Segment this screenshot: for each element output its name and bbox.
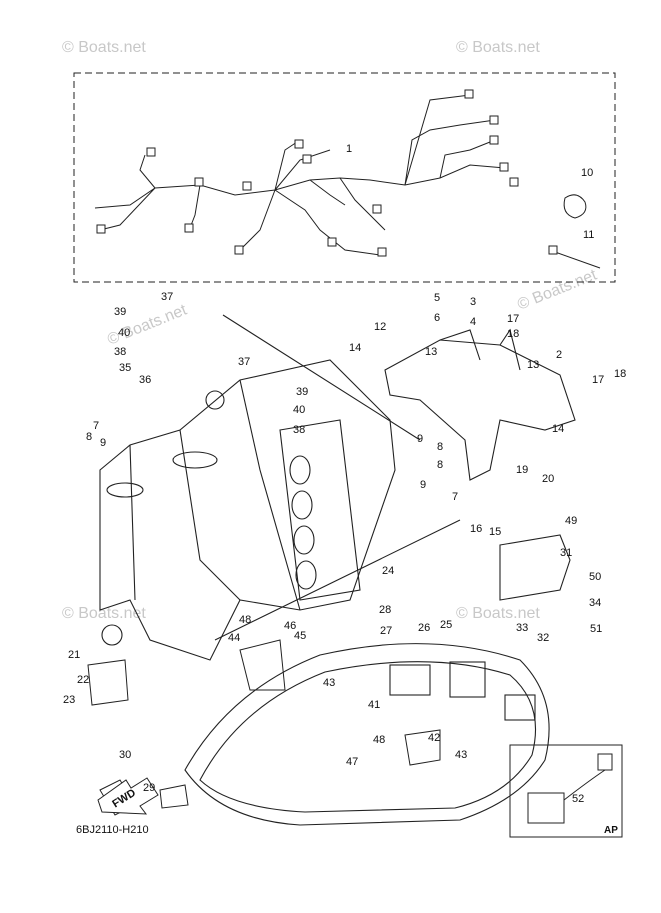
callout-label: 22 [77, 674, 89, 686]
callout-label: 8 [437, 441, 443, 453]
callout-label: 44 [228, 632, 240, 644]
callout-label: 8 [86, 431, 92, 443]
callout-label: 30 [119, 749, 131, 761]
callout-label: 9 [417, 433, 423, 445]
callout-label: 37 [238, 356, 250, 368]
callout-label: 49 [565, 515, 577, 527]
callout-label: 51 [590, 623, 602, 635]
callout-label: 28 [379, 604, 391, 616]
wire-harness [94, 94, 506, 256]
callout-label: 38 [114, 346, 126, 358]
callout-label: 14 [552, 423, 564, 435]
callout-label: 48 [373, 734, 385, 746]
callout-label: 40 [118, 327, 130, 339]
callout-label: 12 [374, 321, 386, 333]
callout-label: 20 [542, 473, 554, 485]
callout-label: 23 [63, 694, 75, 706]
callout-label: 7 [452, 491, 458, 503]
cable-tie-part [554, 251, 601, 269]
callout-label: 39 [296, 386, 308, 398]
callout-label: 9 [100, 437, 106, 449]
callout-label: 5 [434, 292, 440, 304]
callout-label: 17 [592, 374, 604, 386]
callout-label: 25 [440, 619, 452, 631]
callout-label: 36 [139, 374, 151, 386]
callout-label: 31 [560, 547, 572, 559]
callout-label: 33 [516, 622, 528, 634]
callout-label: 43 [455, 749, 467, 761]
callout-label: 32 [537, 632, 549, 644]
callout-label: 9 [420, 479, 426, 491]
inset-label: AP [604, 825, 618, 836]
callout-label: 1 [346, 143, 352, 155]
callout-label: 46 [284, 620, 296, 632]
callout-label: 42 [428, 732, 440, 744]
callout-label: 10 [581, 167, 593, 179]
callout-label: 40 [293, 404, 305, 416]
callout-label: 17 [507, 313, 519, 325]
callout-label: 15 [489, 526, 501, 538]
callout-label: 29 [143, 782, 155, 794]
callout-label: 16 [470, 523, 482, 535]
callout-label: 39 [114, 306, 126, 318]
callout-label: 21 [68, 649, 80, 661]
callout-label: 52 [572, 793, 584, 805]
callout-label: 47 [346, 756, 358, 768]
callout-label: 19 [516, 464, 528, 476]
callout-label: 45 [294, 630, 306, 642]
watermark-text: © Boats.net [456, 39, 540, 56]
forward-arrow: FWD [97, 777, 159, 815]
callout-label: 11 [583, 229, 594, 241]
callout-label: 41 [368, 699, 380, 711]
inset-box [509, 744, 623, 838]
engine-block [99, 314, 461, 661]
watermark-text: © Boats.net [456, 605, 540, 622]
callout-label: 37 [161, 291, 173, 303]
watermark-text: © Boats.net [515, 266, 600, 313]
callout-label: 26 [418, 622, 430, 634]
callout-label: 34 [589, 597, 601, 609]
callout-label: 7 [93, 420, 99, 432]
callout-label: 4 [470, 316, 476, 328]
callout-label: 6 [434, 312, 440, 324]
watermark-text: © Boats.net [62, 605, 146, 622]
bracket-assembly [384, 328, 576, 601]
callout-label: 18 [507, 328, 519, 340]
callout-label: 2 [556, 349, 562, 361]
wire-harness-group [73, 72, 616, 283]
bottom-cowling [184, 643, 550, 826]
clamp-part [563, 194, 587, 219]
callout-label: 38 [293, 424, 305, 436]
wire-harness-frame [73, 72, 616, 283]
callout-label: 13 [425, 346, 437, 358]
callout-label: 50 [589, 571, 601, 583]
callout-label: 48 [239, 614, 251, 626]
callout-label: 3 [470, 296, 476, 308]
callout-label: 27 [380, 625, 392, 637]
callout-label: 14 [349, 342, 361, 354]
callout-label: 35 [119, 362, 131, 374]
callout-label: 13 [527, 359, 539, 371]
callout-label: 8 [437, 459, 443, 471]
callout-label: 24 [382, 565, 394, 577]
callout-label: 43 [323, 677, 335, 689]
callout-label: 18 [614, 368, 626, 380]
diagram-code: 6BJ2110-H210 [76, 824, 149, 836]
watermark-text: © Boats.net [62, 39, 146, 56]
